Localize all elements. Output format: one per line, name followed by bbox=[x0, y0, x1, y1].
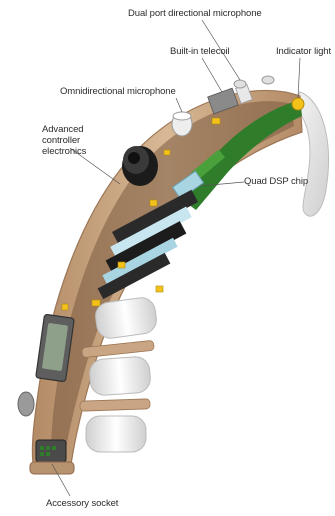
side-control bbox=[18, 392, 34, 416]
mic-port-2 bbox=[262, 76, 274, 84]
mic-port-1 bbox=[234, 80, 246, 88]
label-controller-electronics: Advanced controller electronics bbox=[42, 124, 120, 157]
accessory-socket bbox=[36, 440, 66, 462]
label-telecoil: Built-in telecoil bbox=[170, 46, 230, 57]
label-accessory-socket: Accessory socket bbox=[46, 498, 118, 509]
label-indicator-light: Indicator light bbox=[276, 46, 331, 57]
receiver-hole bbox=[128, 152, 140, 164]
shell-base bbox=[30, 462, 74, 474]
battery-stack bbox=[86, 296, 158, 452]
omni-mic-top bbox=[173, 112, 191, 120]
label-quad-dsp-chip: Quad DSP chip bbox=[244, 176, 308, 187]
indicator-led bbox=[292, 98, 304, 110]
label-omni-microphone: Omnidirectional microphone bbox=[60, 86, 176, 97]
label-dual-port-microphone: Dual port directional microphone bbox=[128, 8, 262, 19]
